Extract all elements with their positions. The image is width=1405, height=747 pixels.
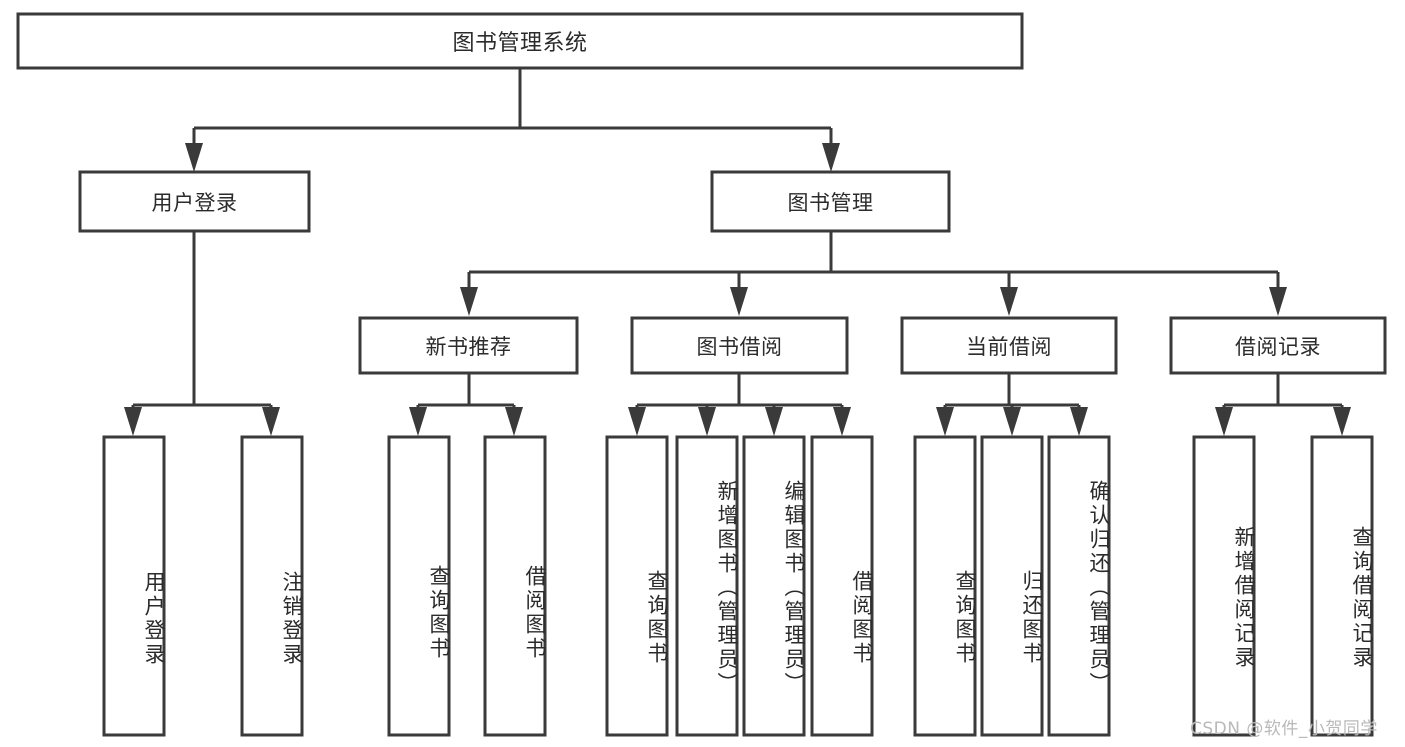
arrow-book-borrow (730, 287, 748, 316)
connector-current-borrow-to-leaves (936, 373, 1088, 436)
arrow-leaf-user-login (124, 407, 142, 436)
node-box-user-login[interactable] (78, 170, 311, 233)
arrow-current-borrow (1000, 287, 1018, 316)
arrow-user-login (185, 143, 203, 172)
arrow-leaf-confirm-return (1070, 407, 1088, 436)
node-box-book-borrow[interactable] (630, 316, 849, 375)
arrow-leaf-borrow-book-1 (505, 407, 523, 436)
node-box-leaf-query-record[interactable] (1310, 435, 1374, 737)
node-box-leaf-confirm-return[interactable] (1047, 435, 1111, 737)
node-box-book-management[interactable] (710, 170, 951, 233)
arrow-borrow-record (1269, 287, 1287, 316)
node-box-leaf-logout[interactable] (240, 435, 304, 737)
arrow-leaf-add-book (698, 407, 716, 436)
connector-user-login-to-leaves (124, 231, 280, 436)
arrow-leaf-query-book-1 (409, 407, 427, 436)
arrow-new-book-recommend (460, 287, 478, 316)
node-box-new-book-recommend[interactable] (358, 316, 579, 375)
node-box-leaf-user-login[interactable] (102, 435, 166, 737)
arrow-leaf-borrow-book-2 (833, 407, 851, 436)
arrow-leaf-add-record (1215, 407, 1233, 436)
arrow-leaf-logout (262, 407, 280, 436)
node-box-leaf-query-book-1[interactable] (387, 435, 451, 737)
connector-borrow-record-to-leaves (1215, 373, 1351, 436)
node-box-leaf-query-book-2[interactable] (605, 435, 669, 737)
arrow-leaf-query-book-2 (628, 407, 646, 436)
node-box-leaf-borrow-book-2[interactable] (810, 435, 874, 737)
node-box-root[interactable] (16, 12, 1024, 70)
arrow-leaf-query-book-3 (936, 407, 954, 436)
arrow-book-management (822, 143, 840, 172)
node-box-leaf-add-book[interactable] (675, 435, 739, 737)
connector-book-management-to-level3 (460, 231, 1287, 316)
node-box-leaf-edit-book[interactable] (742, 435, 806, 737)
node-box-leaf-return-book[interactable] (980, 435, 1044, 737)
arrow-leaf-query-record (1333, 407, 1351, 436)
connector-book-borrow-to-leaves (628, 373, 851, 436)
node-box-leaf-add-record[interactable] (1192, 435, 1256, 737)
node-box-borrow-record[interactable] (1169, 316, 1387, 375)
node-box-current-borrow[interactable] (900, 316, 1118, 375)
node-box-leaf-query-book-3[interactable] (913, 435, 977, 737)
node-box-leaf-borrow-book-1[interactable] (483, 435, 547, 737)
arrow-leaf-return-book (1003, 407, 1021, 436)
arrow-leaf-edit-book (765, 407, 783, 436)
connector-new-book-to-leaves (409, 373, 523, 436)
connector-root-to-level2 (185, 68, 840, 172)
